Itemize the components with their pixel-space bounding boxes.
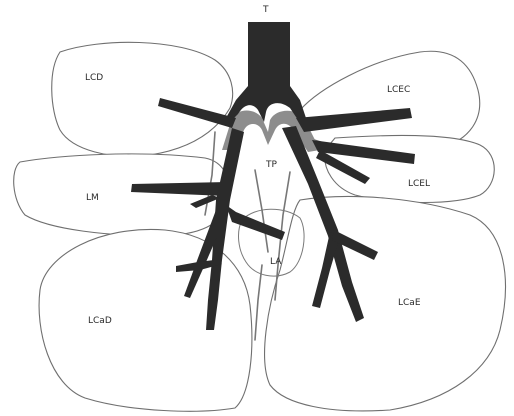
trachea bbox=[226, 22, 306, 122]
bronchus-left-sub-3 bbox=[226, 205, 285, 240]
label-lcae: LCaE bbox=[398, 298, 421, 308]
lobe-lm-outline bbox=[14, 154, 229, 236]
label-lcad: LCaD bbox=[88, 316, 112, 326]
label-lcel: LCEL bbox=[408, 179, 430, 189]
label-lm: LM bbox=[86, 193, 99, 203]
label-tp: TP bbox=[265, 160, 277, 170]
lobe-lcae-outline bbox=[265, 196, 506, 410]
label-la: LA bbox=[270, 257, 282, 267]
label-lcd: LCD bbox=[85, 73, 103, 83]
label-trachea: T bbox=[262, 5, 269, 15]
vessel-line bbox=[255, 265, 262, 340]
label-lcec: LCEC bbox=[387, 85, 410, 95]
lobe-lcd-outline bbox=[52, 42, 233, 156]
